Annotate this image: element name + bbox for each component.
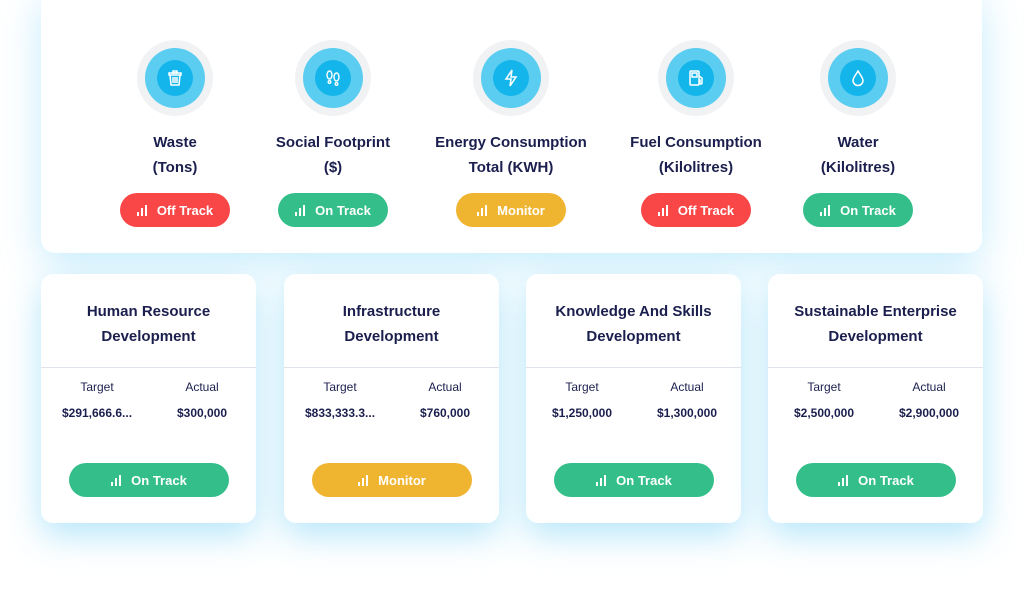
icon-badge: [658, 40, 734, 116]
lightning-icon: [493, 60, 529, 96]
signal-bars-icon: [358, 474, 369, 486]
status-badge[interactable]: Off Track: [641, 193, 751, 227]
fuel-pump-icon: [678, 60, 714, 96]
signal-bars-icon: [136, 204, 147, 216]
status-badge[interactable]: On Track: [803, 193, 913, 227]
signal-bars-icon: [596, 474, 607, 486]
metric-label: Social Footprint($): [275, 134, 391, 176]
target-column: Target$1,250,000: [551, 380, 613, 420]
actual-column: Actual$1,300,000: [656, 380, 718, 420]
footprint-icon: [315, 60, 351, 96]
icon-badge: [820, 40, 896, 116]
signal-bars-icon: [820, 204, 831, 216]
signal-bars-icon: [295, 204, 306, 216]
status-badge[interactable]: Monitor: [456, 193, 566, 227]
metric-label: Waste(Tons): [152, 134, 198, 176]
divider: [768, 367, 983, 368]
status-button[interactable]: On Track: [554, 463, 714, 497]
actual-column: Actual$300,000: [176, 380, 228, 420]
divider: [284, 367, 499, 368]
trash-icon: [157, 60, 193, 96]
metric-label: Fuel Consumption(Kilolitres): [630, 134, 762, 176]
status-button[interactable]: On Track: [69, 463, 229, 497]
icon-badge: [137, 40, 213, 116]
target-column: Target$833,333.3...: [304, 380, 376, 420]
target-column: Target$291,666.6...: [61, 380, 133, 420]
signal-bars-icon: [111, 474, 122, 486]
actual-column: Actual$2,900,000: [898, 380, 960, 420]
signal-bars-icon: [477, 204, 488, 216]
status-badge[interactable]: Off Track: [120, 193, 230, 227]
metric-label: Water(Kilolitres): [820, 134, 896, 176]
signal-bars-icon: [838, 474, 849, 486]
metrics-panel: Waste(Tons) Off Track Social Footprint($…: [41, 0, 982, 253]
status-badge[interactable]: On Track: [278, 193, 388, 227]
divider: [526, 367, 741, 368]
actual-column: Actual$760,000: [419, 380, 471, 420]
signal-bars-icon: [657, 204, 668, 216]
status-button[interactable]: On Track: [796, 463, 956, 497]
target-column: Target$2,500,000: [793, 380, 855, 420]
divider: [41, 367, 256, 368]
icon-badge: [473, 40, 549, 116]
water-drop-icon: [840, 60, 876, 96]
icon-badge: [295, 40, 371, 116]
status-button[interactable]: Monitor: [312, 463, 472, 497]
